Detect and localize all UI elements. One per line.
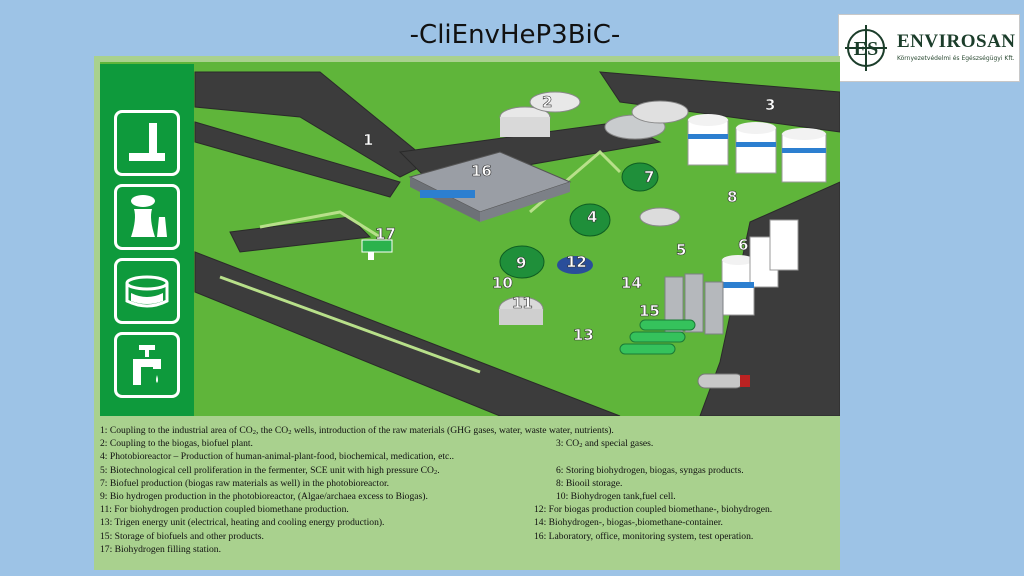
legend-item-15: 15: Storage of biofuels and other produc… [100,530,264,542]
legend-row: 7: Biofuel production (biogas raw materi… [100,477,840,490]
map-label-8: 8 [727,188,737,206]
storage-tanks-6 [721,219,799,316]
legend-row: 2: Coupling to the biogas, biofuel plant… [100,437,840,450]
legend-item-13: 13: Trigen energy unit (electrical, heat… [100,517,385,529]
legend-row: 17: Biohydrogen filling station. [100,543,840,556]
legend-row: 13: Trigen energy unit (electrical, heat… [100,516,840,529]
bioreactor-tank-icon [114,258,180,324]
map-label-7: 7 [644,168,654,186]
legend-item-5: 5: Biotechnological cell proliferation i… [100,464,440,476]
legend-row: 11: For biohydrogen production coupled b… [100,503,840,516]
biofuel-silos [664,273,724,335]
legend-row: 1: Coupling to the industrial area of CO… [100,424,840,437]
map-label-9: 9 [516,254,526,272]
legend-item-2: 2: Coupling to the biogas, biofuel plant… [100,438,253,450]
map-label-14: 14 [621,274,642,292]
legend-item-7: 7: Biofuel production (biogas raw materi… [100,477,390,489]
legend-item-3: 3: CO2 and special gases. [556,438,654,450]
photobioreactor-domes [499,162,659,279]
water-tap-icon [114,332,180,398]
horizontal-green-tanks [619,319,696,355]
legend-item-14: 14: Biohydrogen-, biogas-,biomethane-con… [534,517,723,529]
map-label-5: 5 [676,241,686,259]
map-label-3: 3 [765,96,775,114]
legend-item-6: 6: Storing biohydrogen, biogas, syngas p… [556,464,744,476]
biomethane-tanks [498,207,681,325]
filling-station [361,239,393,260]
roads [194,71,840,416]
company-logo: ES ENVIROSAN Környezetvédelmi és Egészsé… [838,14,1020,82]
legend-item-10: 10: Biohydrogen tank,fuel cell. [556,490,676,502]
legend-item-9: 9: Bio hydrogen production in the photob… [100,490,428,502]
legend-item-11: 11: For biohydrogen production coupled b… [100,504,349,516]
map-label-1: 1 [363,131,373,149]
map-label-13: 13 [573,326,594,344]
icon-sidebar [100,64,194,416]
map-label-6: 6 [738,236,748,254]
legend-item-4: 4: Photobioreactor – Production of human… [100,451,455,463]
legend-row: 5: Biotechnological cell proliferation i… [100,464,840,477]
map-label-16: 16 [471,162,492,180]
map-label-15: 15 [639,302,660,320]
cooling-tower-icon [114,184,180,250]
legend-item-16: 16: Laboratory, office, monitoring syste… [534,530,754,542]
logo-brand-text: ENVIROSAN [897,31,1016,52]
tanker-truck [697,373,750,389]
legend-row: 4: Photobioreactor – Production of human… [100,450,840,463]
map-label-2: 2 [542,93,552,111]
gas-storage-cylinders [687,114,827,183]
legend-item-17: 17: Biohydrogen filling station. [100,543,221,555]
industrial-chimney-icon [114,110,180,176]
map-label-12: 12 [566,253,587,271]
legend-row: 15: Storage of biofuels and other produc… [100,530,840,543]
page-title: -CliEnvHeP3BiC- [409,20,621,50]
legend-item-1: 1: Coupling to the industrial area of CO… [100,425,614,436]
map-label-10: 10 [492,274,513,292]
legend-item-12: 12: For biogas production coupled biomet… [534,504,773,516]
plant-layout-illustration: 1 2 3 4 5 6 7 8 9 10 11 12 13 14 15 16 1… [100,62,840,416]
svg-text:ES: ES [854,38,878,60]
map-label-11: 11 [512,294,533,312]
biogas-tanks [499,91,689,140]
plant-legend: 1: Coupling to the industrial area of CO… [100,424,840,566]
map-label-4: 4 [587,208,597,226]
envirosan-logo-icon: ES [845,25,887,71]
logo-tagline: Környezetvédelmi és Egészségügyi Kft. [897,55,1015,62]
legend-item-8: 8: Biooil storage. [556,477,623,489]
map-label-17: 17 [375,225,396,243]
legend-row: 9: Bio hydrogen production in the photob… [100,490,840,503]
laboratory-building [408,151,572,222]
